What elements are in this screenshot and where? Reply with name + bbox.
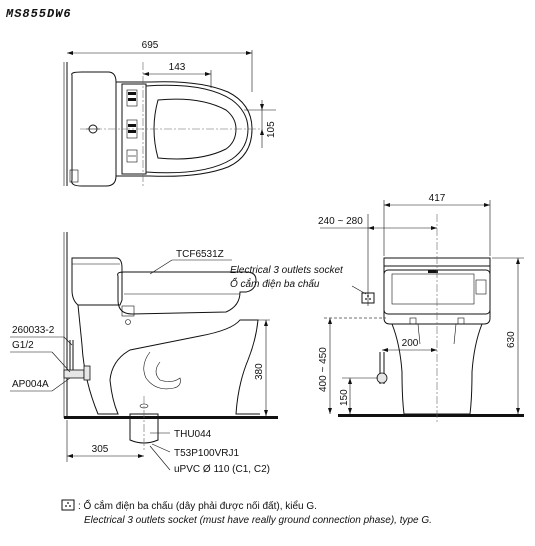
dim-105-label: 105	[266, 121, 277, 138]
arrow-200-right	[431, 348, 437, 352]
side-view: TCF6531Z 260033-2 G1/2 AP004A THU044 T53…	[10, 232, 278, 475]
socket-callout-en: Electrical 3 outlets socket	[230, 265, 344, 276]
dim-240-label: 240 ~ 280	[318, 216, 363, 227]
note-socket-pin-2	[69, 505, 71, 507]
model-title: MS855DW6	[5, 7, 72, 21]
seat-model-label: TCF6531Z	[176, 249, 224, 260]
arrow-105-bottom	[260, 129, 264, 135]
seat-outline	[145, 84, 249, 174]
arrow-left	[67, 51, 73, 55]
hose-label: AP004A	[12, 379, 49, 390]
flange-label: THU044	[174, 429, 212, 440]
front-indicator	[428, 270, 438, 273]
control-panel-top	[126, 89, 138, 107]
front-stop-valve-icon	[376, 372, 388, 384]
dim-400-label: 400 ~ 450	[318, 347, 329, 392]
stop-valve-body	[63, 369, 85, 379]
arrow-240-right	[431, 226, 437, 230]
dim-200-label: 200	[402, 338, 419, 349]
front-floor	[338, 414, 524, 417]
note-socket-icon	[61, 499, 75, 511]
side-floor	[64, 416, 278, 419]
arrow-417-left	[384, 203, 390, 207]
arrow-630-top	[516, 258, 520, 264]
arrow-305-left	[67, 454, 73, 458]
leader-hose-2	[51, 377, 71, 392]
thread-label: G1/2	[12, 340, 34, 351]
tank-foot	[69, 169, 79, 183]
dim-695-label: 695	[142, 40, 159, 51]
leader-stop-valve-2	[63, 336, 73, 346]
leader-socket	[351, 285, 367, 295]
arrow-105-top	[260, 104, 264, 110]
control-panel-bottom	[126, 149, 138, 163]
stop-valve-label: 260033-2	[12, 325, 55, 336]
arrow-200-left	[382, 348, 388, 352]
dim-150-label: 150	[339, 389, 350, 406]
arrow-150-bottom	[348, 408, 352, 414]
arrow-400-top	[328, 318, 332, 324]
dim-630-label: 630	[506, 331, 517, 348]
arrow-240-left	[368, 226, 374, 230]
arrow-380-top	[264, 320, 268, 326]
arrow-143-right	[205, 72, 211, 76]
panel-button-2	[128, 98, 136, 101]
side-tank	[71, 257, 123, 306]
arrow-417-right	[484, 203, 490, 207]
dim-380-label: 380	[254, 363, 265, 380]
outlet-mark	[139, 403, 149, 409]
leader-bolt	[151, 443, 171, 453]
socket-callout-vi: Ổ cắm điện ba chấu	[230, 277, 320, 290]
front-lid-panel	[391, 273, 475, 305]
side-body	[77, 304, 260, 415]
front-tank	[383, 265, 491, 325]
seat-valve	[121, 305, 135, 317]
side-seat	[117, 271, 257, 315]
arrow-150-top	[348, 378, 352, 384]
front-valve-left	[409, 317, 417, 325]
front-detail-r	[453, 323, 457, 345]
stop-valve-handle	[83, 365, 91, 381]
seat-hinge-unit	[121, 83, 147, 175]
socket-pin-2	[369, 298, 371, 300]
arrow-630-bottom	[516, 408, 520, 414]
socket-pin-1	[365, 298, 367, 300]
dim-417-label: 417	[429, 193, 446, 204]
trapway	[143, 351, 181, 390]
arrow-380-bottom	[264, 410, 268, 416]
arrow-305-right	[138, 454, 144, 458]
note-en: Electrical 3 outlets socket (must have r…	[84, 515, 432, 526]
dim-305-label: 305	[92, 444, 109, 455]
front-view: Electrical 3 outlets socket Ổ cắm điện b…	[230, 193, 524, 424]
leader-thread-2	[51, 351, 71, 373]
front-valve-right	[457, 317, 465, 325]
footer-note: : Ổ cắm điện ba chấu (dây phải được nối …	[61, 499, 432, 526]
panel-button-4	[128, 130, 136, 133]
bolt-label: T53P100VRJ1	[174, 448, 239, 459]
pipe-label: uPVC Ø 110 (C1, C2)	[174, 464, 270, 475]
note-vi: : Ổ cắm điện ba chấu (dây phải được nối …	[78, 499, 317, 512]
arrow-400-bottom	[328, 408, 332, 414]
front-detail-l	[417, 323, 421, 345]
arrow-right	[246, 51, 252, 55]
leader-seat	[149, 259, 173, 275]
seat-opening	[153, 98, 237, 160]
leader-pipe	[149, 445, 171, 471]
front-side-panel	[475, 279, 487, 295]
arrow-143-left	[143, 72, 149, 76]
top-view: 695 143 105	[63, 40, 277, 187]
dim-143-label: 143	[169, 62, 186, 73]
seat-connector-icon	[125, 319, 131, 325]
panel-button-3	[128, 124, 136, 127]
note-socket-pin-1	[65, 505, 67, 507]
note-socket-pin-3	[67, 502, 69, 504]
panel-button-1	[128, 92, 136, 95]
